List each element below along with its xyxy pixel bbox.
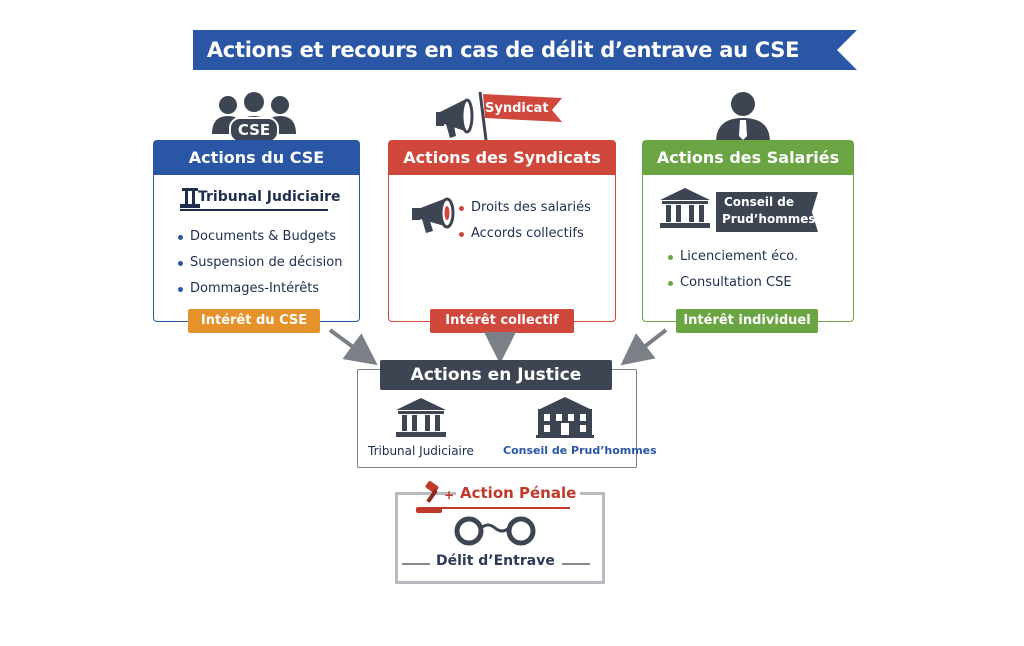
cse-item-list: Documents & Budgets Suspension de décisi… bbox=[178, 224, 342, 302]
courthouse-icon bbox=[658, 186, 712, 230]
cse-icon-text: CSE bbox=[237, 121, 271, 139]
megaphone-flag-icon bbox=[434, 88, 564, 146]
cse-panel: Actions du CSE bbox=[153, 140, 360, 322]
list-item: Suspension de décision bbox=[178, 250, 342, 276]
list-item: Consultation CSE bbox=[668, 270, 798, 296]
handcuffs-icon bbox=[452, 514, 538, 548]
cse-court-label: Tribunal Judiciaire bbox=[198, 189, 341, 205]
list-item: Licenciement éco. bbox=[668, 244, 798, 270]
court-gavel-icon bbox=[180, 186, 200, 210]
ribbon-shape bbox=[193, 30, 857, 70]
arrow-cse bbox=[328, 328, 378, 366]
list-item: Droits des salariés bbox=[459, 195, 591, 221]
list-item: Accords collectifs bbox=[459, 221, 591, 247]
penal-underline bbox=[438, 507, 570, 509]
prudhommes-building-icon bbox=[534, 395, 596, 439]
salarie-person-icon bbox=[712, 90, 774, 142]
syndicat-flag-label: Syndicat bbox=[485, 101, 549, 116]
list-item: Dommages-Intérêts bbox=[178, 276, 342, 302]
justice-court2-label: Conseil de Prud’hommes bbox=[503, 444, 657, 457]
syndicats-panel-header: Actions des Syndicats bbox=[389, 141, 615, 175]
delit-label: Délit d’Entrave bbox=[436, 553, 555, 569]
penal-title: Action Pénale bbox=[456, 484, 581, 502]
list-item: Documents & Budgets bbox=[178, 224, 342, 250]
svg-text:+: + bbox=[444, 488, 454, 502]
prudhommes-badge: Conseil de Prud’hommes bbox=[716, 192, 818, 232]
justice-court1-label: Tribunal Judiciaire bbox=[368, 444, 474, 458]
syndicats-item-list: Droits des salariés Accords collectifs bbox=[459, 195, 591, 247]
prudhommes-line1: Conseil de bbox=[724, 195, 795, 209]
cse-interest-tag: Intérêt du CSE bbox=[188, 309, 320, 333]
tribunal-icon bbox=[394, 397, 448, 439]
cse-icon-label: CSE bbox=[229, 117, 279, 143]
cse-court-underline bbox=[180, 209, 328, 211]
cse-panel-header: Actions du CSE bbox=[154, 141, 359, 175]
justice-header: Actions en Justice bbox=[380, 360, 612, 390]
page-title: Actions et recours en cas de délit d’ent… bbox=[206, 38, 800, 62]
syndicats-interest-tag: Intérêt collectif bbox=[430, 309, 574, 333]
delit-rule-right bbox=[562, 563, 590, 565]
delit-rule-left bbox=[402, 563, 430, 565]
megaphone-icon bbox=[410, 195, 458, 235]
salaries-interest-tag: Intérêt individuel bbox=[676, 309, 818, 333]
title-ribbon: Actions et recours en cas de délit d’ent… bbox=[193, 30, 857, 70]
arrow-salaries bbox=[620, 328, 668, 366]
gavel-icon: + bbox=[412, 481, 454, 515]
salaries-panel-header: Actions des Salariés bbox=[643, 141, 853, 175]
prudhommes-line2: Prud’hommes bbox=[722, 212, 816, 226]
salaries-item-list: Licenciement éco. Consultation CSE bbox=[668, 244, 798, 296]
